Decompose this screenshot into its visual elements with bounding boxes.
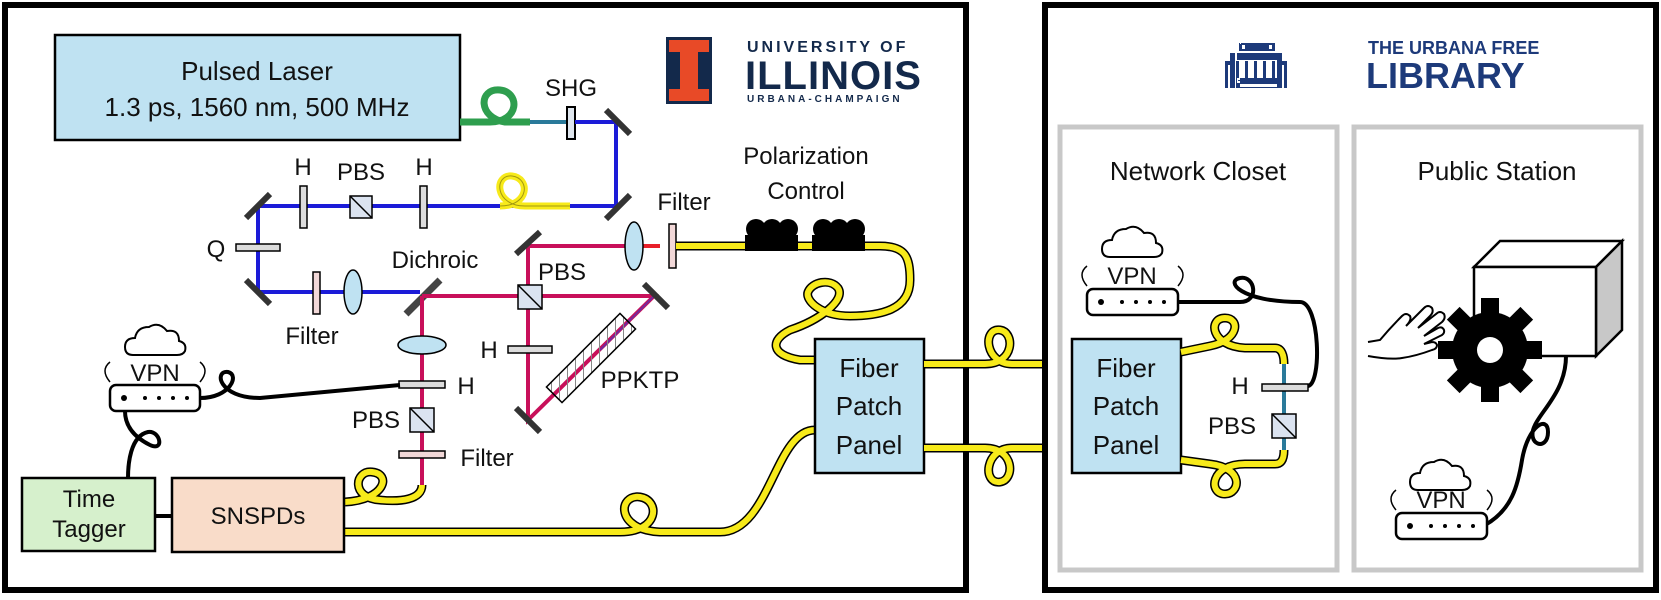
filter-lower-left — [312, 271, 321, 315]
polarization-control-paddles — [745, 219, 865, 251]
laser-output-fiber — [460, 86, 530, 126]
vpn-closet-label: VPN — [1107, 263, 1156, 290]
q-label: Q — [207, 236, 226, 263]
pulsed-laser-specs: 1.3 ps, 1560 nm, 500 MHz — [105, 92, 410, 122]
pulsed-laser-title: Pulsed Laser — [181, 56, 333, 86]
cable-computer-to-vpn — [1484, 355, 1568, 527]
waveplate-h-detect — [398, 380, 446, 389]
h-detect-label: H — [457, 373, 474, 400]
vpn-station-label: VPN — [1416, 487, 1465, 514]
filter-detect-label: Filter — [460, 445, 513, 472]
mirror-top-left — [243, 191, 273, 221]
vpn-router-station — [1394, 511, 1489, 541]
uiuc-logo-line3: URBANA-CHAMPAIGN — [747, 94, 903, 105]
mirror-red-top — [513, 229, 543, 257]
pbs-mid-label: PBS — [538, 259, 586, 286]
time-tagger-label-2: Tagger — [52, 516, 125, 543]
filter-lower-left-label: Filter — [285, 323, 338, 350]
uiuc-logo-line1: UNIVERSITY OF — [747, 39, 908, 56]
h-mid-label: H — [480, 337, 497, 364]
patch-panel-lab-label-3: Panel — [836, 430, 903, 460]
patch-panel-lab-label-1: Fiber — [839, 353, 899, 383]
pbs-top-label: PBS — [337, 159, 385, 186]
filter-top-right — [668, 223, 677, 269]
gear-icon — [1438, 298, 1542, 402]
cable-vpn-to-waveplate — [199, 369, 401, 401]
mirror-bottom-left — [243, 277, 273, 307]
waveplate-h-closet — [1261, 383, 1309, 392]
h-top-right-label: H — [415, 154, 432, 181]
pbs-closet-label: PBS — [1208, 413, 1256, 440]
waveplate-h-mid — [507, 345, 553, 354]
cable-vpn-closet-to-waveplate — [1178, 275, 1319, 388]
h-top-left-label: H — [294, 154, 311, 181]
lens-top-right — [624, 221, 644, 271]
mirror-red-right — [641, 281, 671, 311]
library-logo-line2: LIBRARY — [1366, 55, 1525, 96]
fiber-patch-panel-library — [1070, 337, 1183, 475]
library-logo: THE URBANA FREE LIBRARY — [1225, 38, 1539, 96]
vpn-lab-label: VPN — [130, 360, 179, 387]
polarization-control-label-1: Polarization — [743, 143, 868, 170]
patch-panel-lab-label-2: Patch — [836, 391, 903, 421]
snspds-label: SNSPDs — [211, 503, 306, 530]
fiber-patch-panel-lab — [813, 337, 926, 475]
mirror-red-bottom — [513, 405, 543, 435]
dichroic-label: Dichroic — [392, 247, 479, 274]
lens-detect — [397, 335, 447, 355]
patch-panel-library-label-3: Panel — [1093, 430, 1160, 460]
ppktp-crystal — [545, 312, 637, 404]
patch-panel-library-label-2: Patch — [1093, 391, 1160, 421]
filter-detect — [398, 450, 446, 459]
uiuc-logo-line2: ILLINOIS — [745, 54, 922, 98]
uiuc-logo: UNIVERSITY OF ILLINOIS URBANA-CHAMPAIGN — [666, 37, 922, 105]
filter-top-right-label: Filter — [657, 189, 710, 216]
snspds-box — [170, 476, 346, 554]
lens-lower-left — [343, 269, 363, 315]
waveplate-h-top-left — [299, 185, 308, 229]
network-closet-label: Network Closet — [1110, 156, 1287, 186]
library-logo-line1: THE URBANA FREE — [1368, 38, 1539, 58]
waveplate-h-top-right — [419, 185, 428, 229]
polarization-control-label-2: Control — [767, 178, 844, 205]
waveplate-q — [235, 243, 281, 252]
h-closet-label: H — [1231, 373, 1248, 400]
shg-label: SHG — [545, 75, 597, 102]
time-tagger-label-1: Time — [63, 486, 115, 513]
pulsed-laser-box — [53, 33, 462, 142]
public-station-label: Public Station — [1418, 156, 1577, 186]
cable-vpn-to-time-tagger — [123, 410, 162, 479]
patch-panel-library-label-1: Fiber — [1096, 353, 1156, 383]
ppktp-label: PPKTP — [601, 367, 680, 394]
shg-crystal — [566, 106, 576, 140]
mirror-shg-bottom — [603, 192, 633, 222]
hand-icon — [1367, 305, 1446, 360]
fiber-loop-uv — [496, 172, 570, 210]
mirror-shg-top — [603, 107, 633, 137]
pbs-detect-label: PBS — [352, 407, 400, 434]
